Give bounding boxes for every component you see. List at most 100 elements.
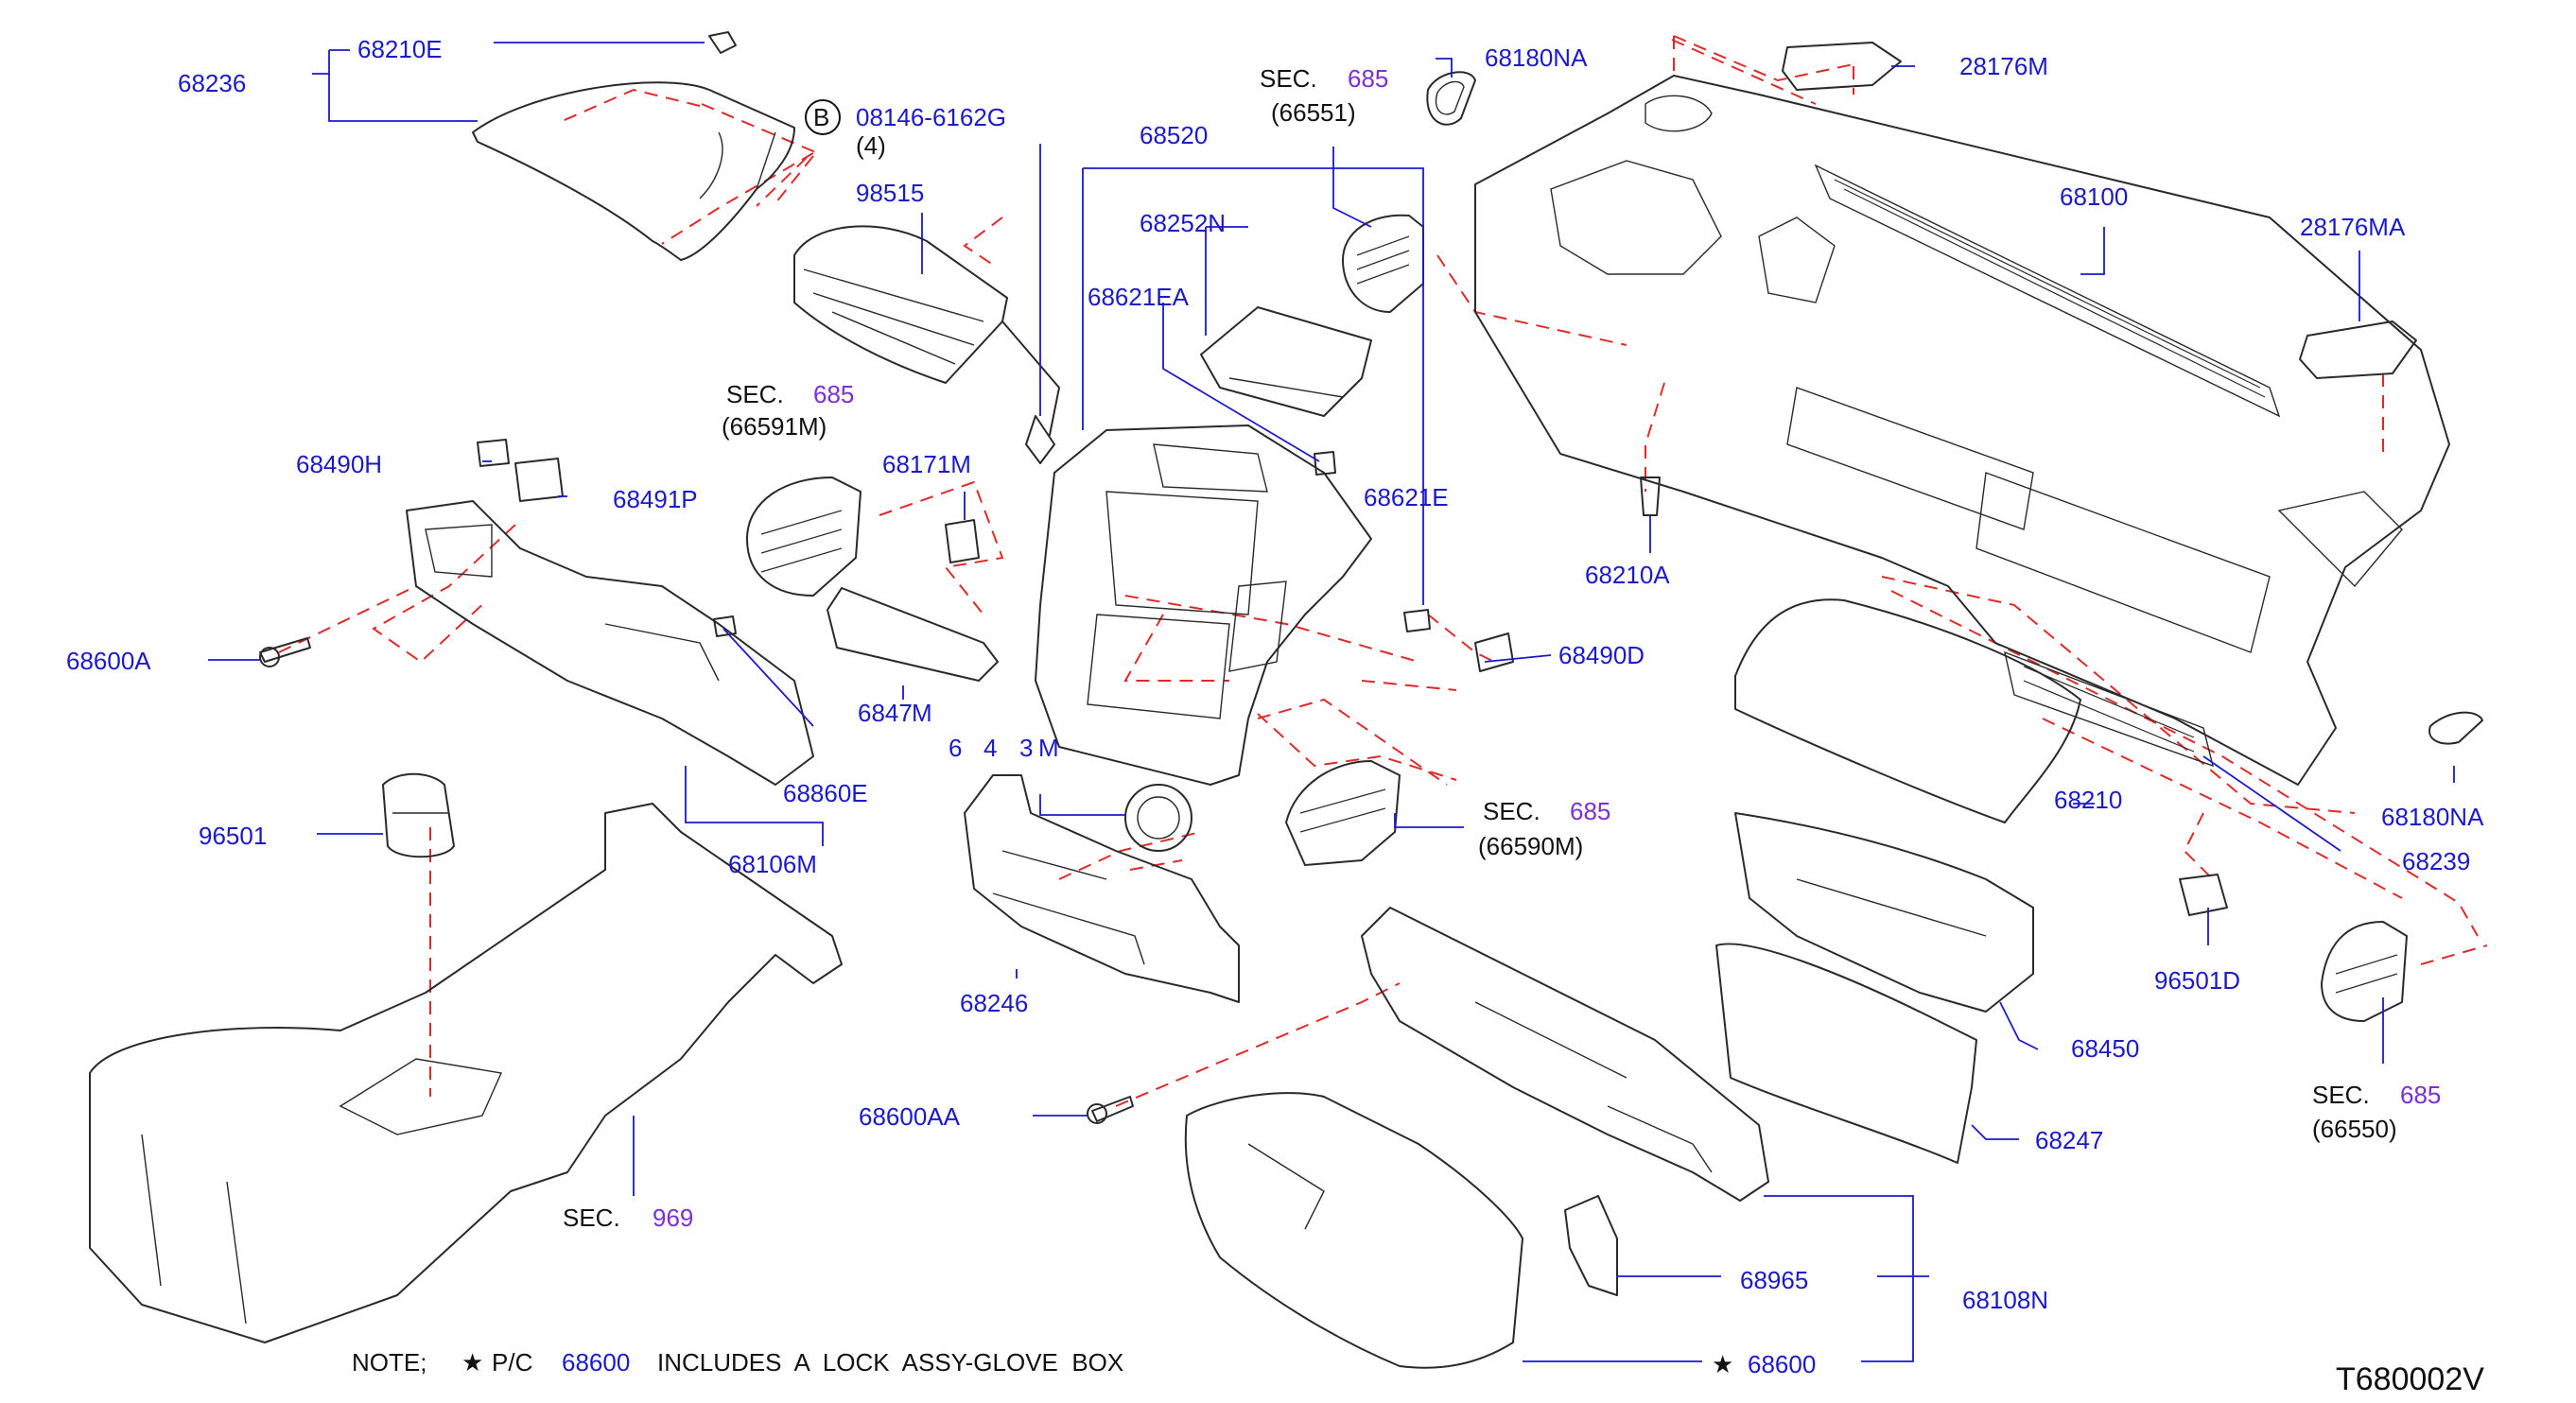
label-96501D: 96501D bbox=[2154, 966, 2240, 995]
label-68210E: 68210E bbox=[357, 35, 443, 63]
part-68621E-clip bbox=[1403, 609, 1431, 632]
label-68247: 68247 bbox=[2035, 1126, 2103, 1154]
label-68450: 68450 bbox=[2071, 1034, 2139, 1063]
sec-66551-prefix: SEC. bbox=[1260, 64, 1317, 93]
part-68860E-clip bbox=[713, 615, 737, 637]
part-68210E-clip bbox=[708, 31, 737, 54]
label-68210A: 68210A bbox=[1585, 561, 1670, 589]
doc-id: T680002V bbox=[2336, 1361, 2484, 1397]
label-bolt-qty: (4) bbox=[856, 131, 886, 160]
label-08146-6162G: 08146-6162G bbox=[856, 103, 1006, 131]
part-68491P-switch bbox=[514, 458, 564, 502]
label-68180NA-right: 68180NA bbox=[2381, 803, 2484, 831]
label-68600A: 68600A bbox=[66, 647, 151, 675]
sec-66591M-ref: (66591M) bbox=[722, 412, 827, 441]
label-28176M: 28176M bbox=[1959, 52, 2048, 80]
label-68210: 68210 bbox=[2054, 786, 2122, 814]
part-96501D-bracket bbox=[2179, 874, 2228, 916]
note-text: INCLUDES A LOCK ASSY-GLOVE BOX bbox=[657, 1348, 1123, 1377]
part-68210-glove-lid bbox=[1734, 598, 2081, 823]
note-part: 68600 bbox=[562, 1348, 630, 1377]
label-68621EA: 68621EA bbox=[1088, 283, 1190, 311]
part-684-3M-knob bbox=[1124, 784, 1192, 852]
part-68450-glove-box bbox=[1734, 812, 2034, 1013]
labels: 68210E 68236 B 08146-6162G (4) 98515 685… bbox=[66, 35, 2484, 1397]
label-68171M: 68171M bbox=[882, 450, 971, 478]
part-68180NA-vent-ring bbox=[1426, 71, 1476, 126]
sec-66591M-prefix: SEC. bbox=[726, 380, 784, 408]
label-68965: 68965 bbox=[1740, 1266, 1808, 1294]
label-68246: 68246 bbox=[960, 989, 1028, 1017]
label-684-3M-partial-d: 4 bbox=[983, 734, 997, 762]
bolt-circle-letter: B bbox=[813, 103, 829, 131]
bolt-circle bbox=[805, 99, 841, 135]
part-66591M-vent bbox=[746, 476, 862, 597]
note-star: ★ bbox=[461, 1348, 483, 1377]
part-68106M-lower-panel bbox=[406, 500, 814, 786]
label-68100: 68100 bbox=[2060, 182, 2128, 211]
label-68239: 68239 bbox=[2402, 847, 2470, 875]
sec-66550-prefix: SEC. bbox=[2312, 1081, 2370, 1109]
part-969-floor-console bbox=[89, 803, 843, 1343]
label-68490H: 68490H bbox=[296, 450, 382, 478]
part-98515-airbag-module bbox=[793, 225, 1060, 464]
sec-66550-num: 685 bbox=[2400, 1081, 2441, 1109]
part-96501-cup bbox=[382, 772, 455, 858]
label-68491P: 68491P bbox=[613, 485, 698, 513]
part-68600AA-screw bbox=[1087, 1096, 1134, 1124]
label-684-3M-partial-c: 6 bbox=[949, 734, 962, 762]
part-68600-glove-lid bbox=[1184, 1092, 1523, 1369]
sec-66550-ref: (66550) bbox=[2312, 1115, 2397, 1143]
note-pc: P/C bbox=[492, 1348, 532, 1377]
sec-66590M-ref: (66590M) bbox=[1478, 832, 1583, 860]
label-684-3M-partial-f: M bbox=[1038, 734, 1059, 762]
part-68252N-bezel bbox=[1200, 306, 1372, 417]
part-66590M-vent bbox=[1285, 760, 1401, 866]
sec-969-num: 969 bbox=[653, 1204, 693, 1232]
label-6847M-partial-b: M bbox=[912, 699, 932, 727]
part-68490D-clip bbox=[1474, 632, 1514, 672]
label-68600AA: 68600AA bbox=[859, 1102, 961, 1131]
part-68965-insert bbox=[1564, 1195, 1618, 1296]
sec-66590M-num: 685 bbox=[1570, 797, 1610, 825]
part-68239-duct bbox=[2004, 650, 2214, 768]
label-68520: 68520 bbox=[1140, 121, 1208, 149]
sec-66590M-prefix: SEC. bbox=[1483, 797, 1540, 825]
label-68252N: 68252N bbox=[1140, 209, 1226, 237]
leader-lines bbox=[208, 42, 2455, 1362]
label-68180NA: 68180NA bbox=[1485, 43, 1588, 72]
label-68860E: 68860E bbox=[783, 779, 868, 807]
label-68106M: 68106M bbox=[728, 850, 817, 878]
label-68600: 68600 bbox=[1748, 1350, 1816, 1378]
part-66551-vent bbox=[1342, 214, 1424, 313]
sec-66591M-num: 685 bbox=[813, 380, 854, 408]
part-68600A-screw bbox=[259, 637, 311, 667]
label-68236: 68236 bbox=[178, 69, 246, 97]
part-68236-airbag-lid bbox=[472, 81, 795, 261]
label-68490D: 68490D bbox=[1558, 641, 1645, 669]
label-28176MA: 28176MA bbox=[2300, 213, 2406, 241]
part-28176M-cover bbox=[1782, 42, 1902, 91]
label-68621E: 68621E bbox=[1364, 483, 1449, 511]
part-68108N-glove-frame bbox=[1361, 907, 1769, 1202]
part-68246-center-console bbox=[964, 774, 1240, 1003]
part-68100-instrument-panel bbox=[1474, 75, 2450, 786]
label-68600-star: ★ bbox=[1712, 1350, 1733, 1378]
sec-66551-num: 685 bbox=[1348, 64, 1388, 93]
part-68520-center-cluster bbox=[1035, 424, 1372, 786]
part-28176MA-cover bbox=[2299, 320, 2417, 379]
label-98515: 98515 bbox=[856, 179, 924, 207]
sec-66551-ref: (66551) bbox=[1271, 98, 1356, 127]
sec-969-prefix: SEC. bbox=[563, 1204, 620, 1232]
part-66550-vent bbox=[2321, 921, 2408, 1022]
note-prefix: NOTE; bbox=[352, 1348, 426, 1377]
label-96501: 96501 bbox=[199, 822, 267, 850]
assembly-lines bbox=[278, 35, 2488, 1107]
label-684-3M-partial-e: 3 bbox=[1019, 734, 1033, 762]
part-68247-glove-cover bbox=[1715, 943, 1977, 1164]
part-68180NA-ring-right bbox=[2428, 711, 2483, 745]
label-6847M-partial-a: 6847 bbox=[858, 699, 913, 727]
part-68490H-clip bbox=[477, 439, 510, 467]
